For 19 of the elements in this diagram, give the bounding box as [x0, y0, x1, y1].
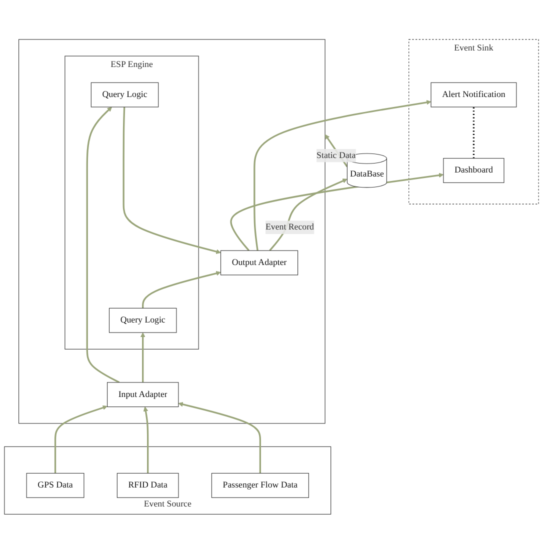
node-box: Query Logic [108, 308, 177, 333]
arrow [143, 406, 149, 474]
arrow [122, 107, 221, 254]
arrow [142, 271, 221, 308]
edge-label: Event Record [265, 222, 314, 232]
node-box: Query Logic [90, 82, 159, 108]
node-box: Dashboard [443, 158, 504, 184]
arrow [140, 332, 146, 383]
arrow [178, 402, 262, 474]
node-box: GPS Data [26, 473, 84, 498]
node-box: Alert Notification [430, 82, 517, 108]
arrow [86, 106, 120, 384]
node-box: Passenger Flow Data [211, 473, 309, 498]
node-box: Input Adapter [107, 382, 179, 408]
connector [472, 107, 475, 158]
node-box: Output Adapter [220, 250, 298, 276]
edge-label: Static Data [316, 150, 356, 160]
node-box: RFID Data [116, 473, 179, 498]
arrow [54, 406, 108, 474]
